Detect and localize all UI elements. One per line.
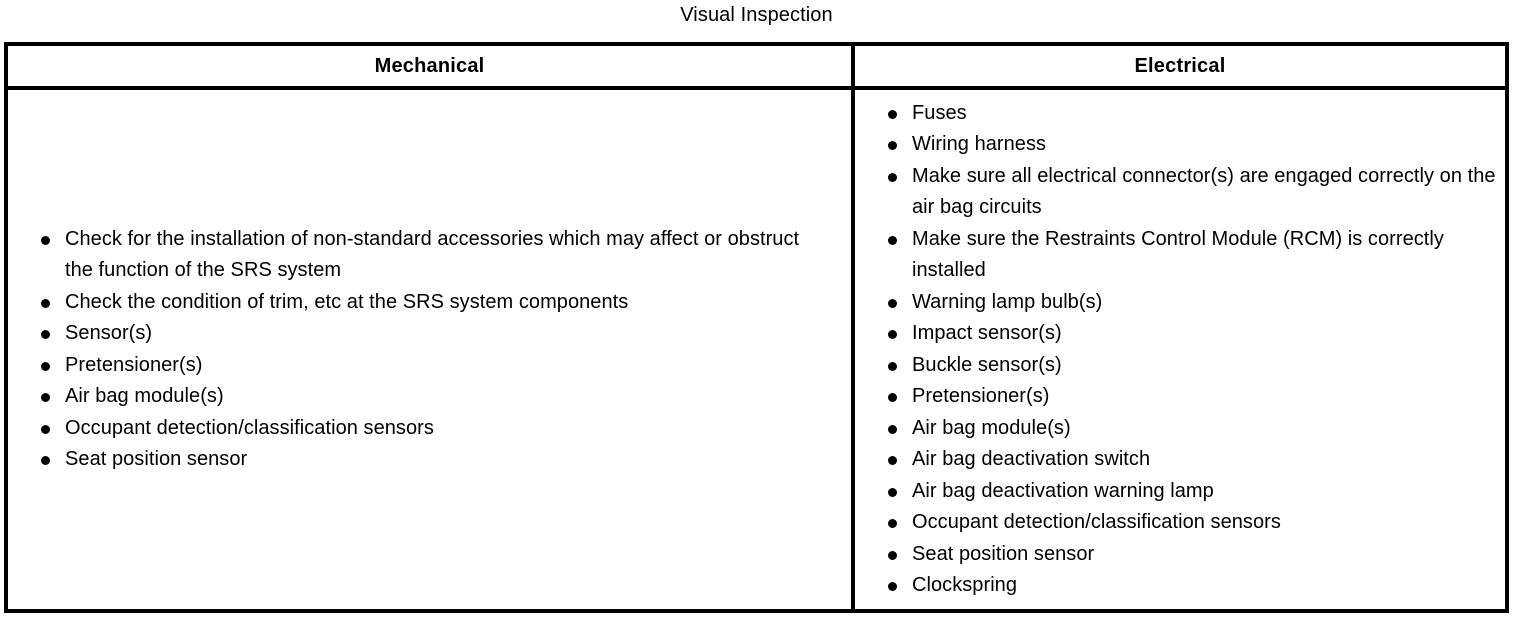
bullet-icon <box>888 330 897 339</box>
table-header-row: Mechanical Electrical <box>8 46 1505 90</box>
list-item-label: Check for the installation of non-standa… <box>65 227 800 282</box>
bullet-icon <box>888 172 897 182</box>
list-item: Air bag module(s) <box>32 381 825 413</box>
table-grid: Mechanical Electrical Check for the inst… <box>8 46 1505 609</box>
list-item-label: Air bag deactivation switch <box>912 448 1151 470</box>
electrical-checklist: Fuses Wiring harness Make sure all elect… <box>855 98 1505 602</box>
mechanical-checklist: Check for the installation of non-standa… <box>8 224 851 476</box>
table-cell-mechanical: Check for the installation of non-standa… <box>8 90 855 609</box>
list-item: Buckle sensor(s) <box>879 350 1505 382</box>
bullet-icon <box>888 361 897 371</box>
list-item: Check the condition of trim, etc at the … <box>32 287 825 319</box>
bullet-icon <box>888 550 897 560</box>
bullet-icon <box>41 393 50 402</box>
list-item-label: Fuses <box>912 101 967 124</box>
list-item: Seat position sensor <box>879 539 1505 571</box>
list-item: Air bag module(s) <box>879 413 1505 445</box>
list-item-label: Seat position sensor <box>65 448 248 470</box>
visual-inspection-table: Mechanical Electrical Check for the inst… <box>4 42 1509 613</box>
list-item-label: Air bag module(s) <box>65 385 224 407</box>
list-item-label: Wiring harness <box>912 133 1047 155</box>
bullet-icon <box>888 235 897 245</box>
table-body-row: Check for the installation of non-standa… <box>8 90 1505 609</box>
bullet-icon <box>41 235 50 245</box>
column-header-mechanical: Mechanical <box>8 46 855 86</box>
list-item-label: Sensor(s) <box>65 322 153 344</box>
list-item-label: Check the condition of trim, etc at the … <box>65 290 629 313</box>
list-item: Pretensioner(s) <box>32 350 825 382</box>
list-item-label: Occupant detection/classification sensor… <box>65 416 434 439</box>
list-item: Air bag deactivation warning lamp <box>879 476 1505 508</box>
list-item: Occupant detection/classification sensor… <box>32 413 825 445</box>
list-item-label: Make sure the Restraints Control Module … <box>912 227 1444 282</box>
list-item: Clockspring <box>879 570 1505 602</box>
bullet-icon <box>41 298 50 308</box>
bullet-icon <box>888 141 897 150</box>
column-header-electrical: Electrical <box>1134 54 1226 77</box>
list-item: Air bag deactivation switch <box>879 444 1505 476</box>
bullet-icon <box>888 519 897 528</box>
list-item: Make sure the Restraints Control Module … <box>879 224 1505 287</box>
list-item: Wiring harness <box>879 129 1505 161</box>
list-item-label: Air bag deactivation warning lamp <box>912 479 1214 502</box>
bullet-icon <box>888 456 897 465</box>
bullet-icon <box>41 330 50 339</box>
list-item-label: Warning lamp bulb(s) <box>912 290 1103 313</box>
list-item: Sensor(s) <box>32 318 825 350</box>
page-title: Visual Inspection <box>680 4 833 26</box>
list-item-label: Seat position sensor <box>912 542 1095 565</box>
bullet-icon <box>41 361 50 371</box>
list-item-label: Pretensioner(s) <box>65 353 203 376</box>
bullet-icon <box>888 582 897 591</box>
list-item: Seat position sensor <box>32 444 825 476</box>
list-item: Warning lamp bulb(s) <box>879 287 1505 319</box>
list-item-label: Clockspring <box>912 574 1018 596</box>
list-item-label: Pretensioner(s) <box>912 385 1050 407</box>
list-item: Check for the installation of non-standa… <box>32 224 825 287</box>
bullet-icon <box>41 456 50 465</box>
list-item-label: Impact sensor(s) <box>912 322 1062 344</box>
bullet-icon <box>888 393 897 402</box>
bullet-icon <box>41 424 50 434</box>
bullet-icon <box>888 298 897 308</box>
list-item-label: Buckle sensor(s) <box>912 353 1062 376</box>
list-item: Fuses <box>879 98 1505 130</box>
list-item: Make sure all electrical connector(s) ar… <box>879 161 1505 224</box>
bullet-icon <box>888 109 897 119</box>
list-item: Pretensioner(s) <box>879 381 1505 413</box>
list-item-label: Air bag module(s) <box>912 416 1071 439</box>
bullet-icon <box>888 424 897 434</box>
list-item-label: Occupant detection/classification sensor… <box>912 511 1281 533</box>
list-item: Impact sensor(s) <box>879 318 1505 350</box>
list-item-label: Make sure all electrical connector(s) ar… <box>912 164 1496 219</box>
table-cell-electrical: Fuses Wiring harness Make sure all elect… <box>855 90 1505 609</box>
bullet-icon <box>888 487 897 497</box>
list-item: Occupant detection/classification sensor… <box>879 507 1505 539</box>
